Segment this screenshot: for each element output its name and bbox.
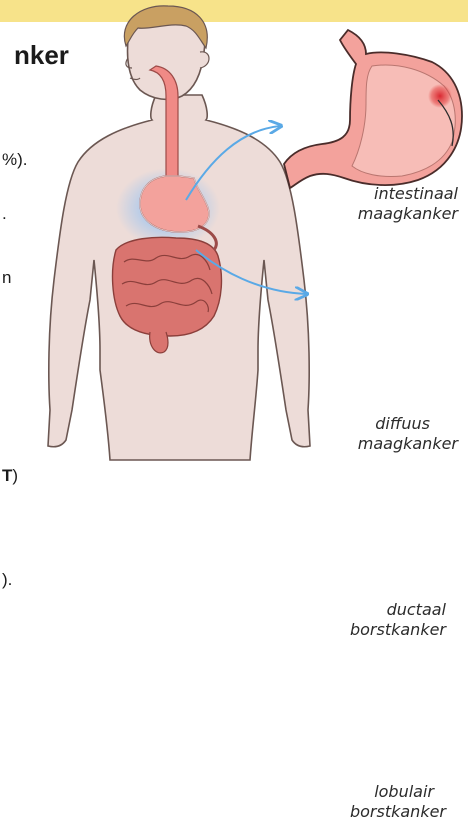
human-body-figure	[48, 6, 310, 460]
intestinal-lesion	[428, 84, 452, 108]
caption-lobular: lobulair borstkanker	[350, 782, 446, 822]
intestines	[113, 237, 222, 336]
caption-diffuse: diffuus maagkanker	[358, 414, 458, 454]
caption-intestinal: intestinaal maagkanker	[358, 184, 458, 224]
intestinal-stomach-illustration	[284, 30, 462, 188]
caption-ductal: ductaal borstkanker	[350, 600, 446, 640]
